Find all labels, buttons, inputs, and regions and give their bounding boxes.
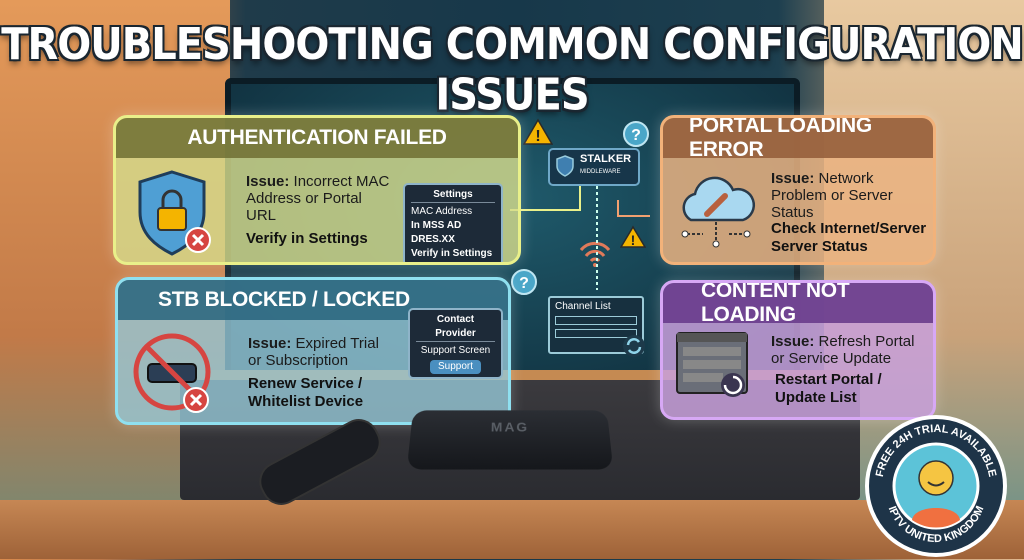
panel-title: AUTHENTICATION FAILED [116, 118, 518, 158]
issue-text: Network Problem or Server Status [771, 170, 893, 221]
question-icon: ? [511, 269, 537, 295]
issue-label: Issue: [771, 170, 815, 187]
fix-text: Verify in Settings [246, 230, 368, 247]
mini-line: In MSS AD DRES.XX [411, 220, 462, 245]
panel-title: CONTENT NOT LOADING [663, 283, 933, 326]
smiley-face-icon [918, 460, 954, 496]
issue-text: Expired Trial or Subscription [248, 335, 379, 369]
settings-mini-screen: Settings MAC Address In MSS AD DRES.XX V… [403, 183, 503, 262]
cloud-broken-link-icon [681, 176, 756, 248]
mini-line: Verify in Settings [411, 248, 493, 259]
page-title: TROUBLESHOOTING COMMON CONFIGURATION ISS… [1, 19, 1024, 121]
mini-line: Support Screen [420, 345, 491, 356]
floor [0, 500, 1024, 559]
mag-set-top-box: MAG [406, 410, 614, 470]
mini-title: Contact Provider [416, 313, 495, 342]
stalker-middleware-box: STALKER MIDDLEWARE [548, 148, 640, 186]
issue-label: Issue: [771, 333, 815, 350]
channel-row [555, 329, 637, 338]
fix-text: Check Internet/Server Server Status [771, 220, 927, 255]
channel-list-title: Channel List [555, 301, 611, 312]
portal-loading-error-panel: PORTAL LOADING ERROR Issue: Network Prob… [660, 115, 936, 265]
svg-text:!: ! [535, 128, 540, 145]
stb-blocked-panel: STB BLOCKED / LOCKED Issue: Expired Tria… [115, 277, 511, 425]
support-mini-screen: Contact Provider Support Screen Support [408, 308, 503, 379]
refresh-icon [623, 335, 645, 357]
authentication-failed-panel: AUTHENTICATION FAILED Issue: Incorrect M… [113, 115, 521, 265]
fix-text: Renew Service / Whitelist Device [248, 375, 364, 410]
issue-label: Issue: [246, 173, 290, 190]
channel-row [555, 316, 637, 325]
device-label: MAG [490, 419, 530, 435]
shield-icon [556, 155, 574, 177]
blocked-device-icon [133, 333, 211, 413]
fix-text: Restart Portal / Update List [775, 371, 882, 406]
middleware-name: STALKER [580, 153, 632, 165]
svg-text:?: ? [519, 275, 529, 292]
channel-list-screen: Channel List [548, 296, 645, 357]
issue-label: Issue: [248, 335, 292, 352]
svg-text:?: ? [631, 127, 641, 144]
support-button[interactable]: Support [429, 360, 482, 374]
svg-text:!: ! [631, 232, 636, 248]
content-not-loading-panel: CONTENT NOT LOADING Issue: Refresh Porta… [660, 280, 936, 420]
connector-lines [510, 186, 650, 290]
panel-title: PORTAL LOADING ERROR [663, 118, 933, 161]
warning-icon: ! [523, 118, 553, 145]
question-icon: ? [623, 121, 649, 147]
mini-title: Settings [411, 188, 495, 203]
middleware-sub: MIDDLEWARE [580, 169, 621, 175]
warning-icon: ! [620, 225, 646, 248]
issue-text: Incorrect MAC Address or Portal URL [246, 173, 390, 224]
mini-line: MAC Address [411, 206, 473, 217]
free-trial-badge: FREE 24H TRIAL AVAILABLE IPTV UNITED KIN… [865, 415, 1007, 557]
browser-refresh-icon [676, 332, 748, 397]
issue-text: Refresh Portal or Service Update [771, 333, 915, 367]
broken-shield-lock-icon [138, 170, 211, 256]
